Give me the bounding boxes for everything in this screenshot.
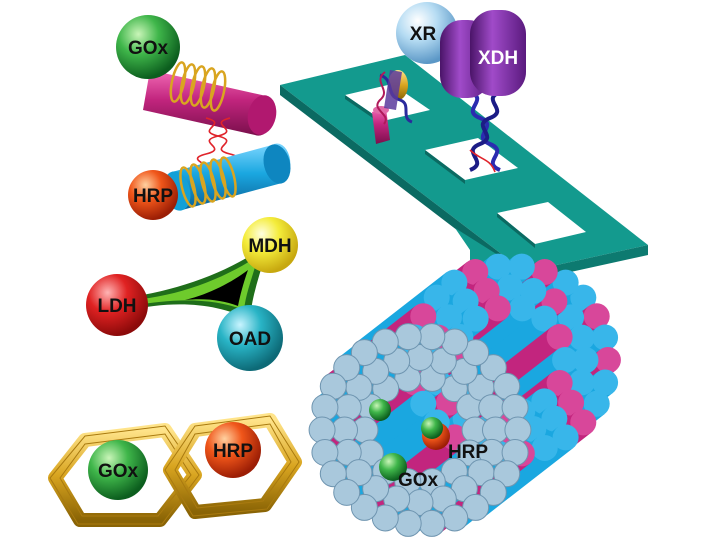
gox-enzyme-hexagon: GOx bbox=[88, 440, 148, 500]
inner-enzymes: HRP GOx bbox=[369, 399, 488, 491]
nanotube-end-cap bbox=[441, 328, 469, 356]
inner-green-sphere-hrp bbox=[421, 417, 443, 439]
gold-hexagon-right bbox=[163, 413, 302, 519]
nanotube-far-end bbox=[541, 405, 568, 432]
gox-label-cage: GOx bbox=[398, 470, 439, 491]
nanotube-end-cap bbox=[479, 354, 507, 382]
oad-enzyme: OAD bbox=[217, 305, 283, 371]
nanotube-far-end bbox=[552, 347, 579, 373]
nanotube-end-cap bbox=[478, 394, 506, 422]
nanotube-end-cap bbox=[350, 339, 378, 367]
nanotube-bundle bbox=[308, 253, 621, 537]
nanotube-far-end bbox=[558, 304, 585, 331]
nanotube-far-end bbox=[552, 424, 579, 451]
nanotube-far-end bbox=[546, 324, 573, 351]
nanotube-far-end bbox=[462, 259, 489, 286]
dna-hexagon-assembly: GOx HRP bbox=[48, 413, 302, 527]
nanotube-far-end bbox=[441, 269, 468, 296]
nanotube-far-end bbox=[570, 284, 597, 311]
ldh-enzyme: LDH bbox=[86, 274, 148, 336]
nanotube-far-end bbox=[484, 295, 511, 322]
hrp-enzyme-hexagon: HRP bbox=[205, 422, 261, 478]
nanotube-end-cap bbox=[418, 323, 446, 351]
hrp-label-hexagon: HRP bbox=[213, 441, 253, 462]
inner-green-sphere-small bbox=[369, 399, 391, 421]
gox-label-hexagon: GOx bbox=[98, 461, 139, 482]
mdh-enzyme: MDH bbox=[242, 217, 298, 273]
nanotube-far-end bbox=[485, 253, 512, 280]
nanotube-far-end bbox=[435, 304, 462, 331]
nanotube-far-end bbox=[410, 390, 437, 417]
nanotube-far-end bbox=[531, 434, 558, 461]
hrp-label-cage: HRP bbox=[448, 442, 488, 463]
nanotube-far-end bbox=[546, 369, 573, 396]
gox-enzyme-cage bbox=[379, 453, 407, 481]
nanotube-far-end bbox=[583, 303, 610, 330]
gold-hexagon-left-lines bbox=[49, 425, 200, 525]
ldh-label: LDH bbox=[97, 296, 136, 317]
nanotube-far-end bbox=[509, 295, 536, 322]
nanotube-end-cap bbox=[394, 509, 422, 537]
cyan-helix-cylinder bbox=[163, 143, 291, 211]
nanotube-far-end bbox=[558, 389, 585, 416]
nanotube-far-end bbox=[462, 305, 489, 332]
xdh-label: XDH bbox=[478, 48, 518, 69]
hrp-label-left: HRP bbox=[133, 186, 173, 207]
nanotube-end-cap bbox=[504, 416, 532, 444]
nanotube-end-cap bbox=[418, 509, 446, 537]
nanotube-far-end bbox=[570, 409, 597, 436]
gox-enzyme-top: GOx bbox=[116, 15, 180, 79]
nanotube-far-end bbox=[594, 347, 621, 373]
nanotube-end-cap bbox=[501, 393, 529, 421]
dna-scaffold-assembly: GOx HRP bbox=[116, 15, 291, 220]
mdh-label: MDH bbox=[248, 236, 291, 257]
nanotube-far-end bbox=[592, 324, 619, 351]
nanotube-end-cap bbox=[334, 394, 362, 422]
nanotube-end-cap bbox=[311, 393, 339, 421]
triad-linker-frame bbox=[122, 244, 268, 320]
nanotube-far-end bbox=[508, 253, 535, 280]
gox-label-top: GOx bbox=[128, 38, 169, 59]
xdh-tether-helices bbox=[469, 90, 501, 173]
nanotube-far-end bbox=[552, 269, 579, 296]
xr-tether bbox=[372, 70, 413, 144]
peptide-triad-assembly: LDH MDH OAD bbox=[86, 217, 298, 371]
hrp-enzyme-left: HRP bbox=[128, 170, 178, 220]
gold-hexagon-left bbox=[48, 423, 202, 527]
nanotube-end-cap bbox=[441, 504, 469, 532]
nanotube-far-end bbox=[592, 369, 619, 396]
nanotube-cage-assembly: HRP GOx bbox=[308, 253, 621, 537]
xdh-enzyme: XDH bbox=[440, 10, 526, 98]
nanotube-end-cap bbox=[394, 323, 422, 351]
nanotube-end-cap bbox=[350, 493, 378, 521]
gold-hexagon-right-lines bbox=[164, 415, 300, 517]
nanotube-end-cap bbox=[333, 354, 361, 382]
nanotube-far-end bbox=[531, 305, 558, 332]
nanotube-end-cap bbox=[479, 478, 507, 506]
dna-origami-plate-assembly: XR XDH bbox=[280, 2, 648, 282]
nanotube-far-end bbox=[583, 390, 610, 417]
xr-label: XR bbox=[410, 24, 437, 45]
nanotube-end-cap bbox=[333, 478, 361, 506]
nanotube-far-end bbox=[497, 274, 523, 301]
nanotube-end-cap bbox=[493, 460, 521, 488]
nanotube-end-cap bbox=[308, 416, 336, 444]
gold-coil-top bbox=[169, 61, 227, 112]
nanotube-end-cap bbox=[319, 460, 347, 488]
nanotube-far-end bbox=[423, 284, 450, 311]
nanotube-far-end bbox=[531, 259, 558, 286]
nanotube-far-end bbox=[568, 324, 595, 351]
gold-coil-bottom bbox=[179, 156, 237, 208]
nanotube-far-end bbox=[410, 303, 437, 330]
nanotube-far-end bbox=[568, 369, 595, 396]
oad-label: OAD bbox=[229, 329, 271, 350]
nanotube-far-end bbox=[572, 347, 599, 373]
